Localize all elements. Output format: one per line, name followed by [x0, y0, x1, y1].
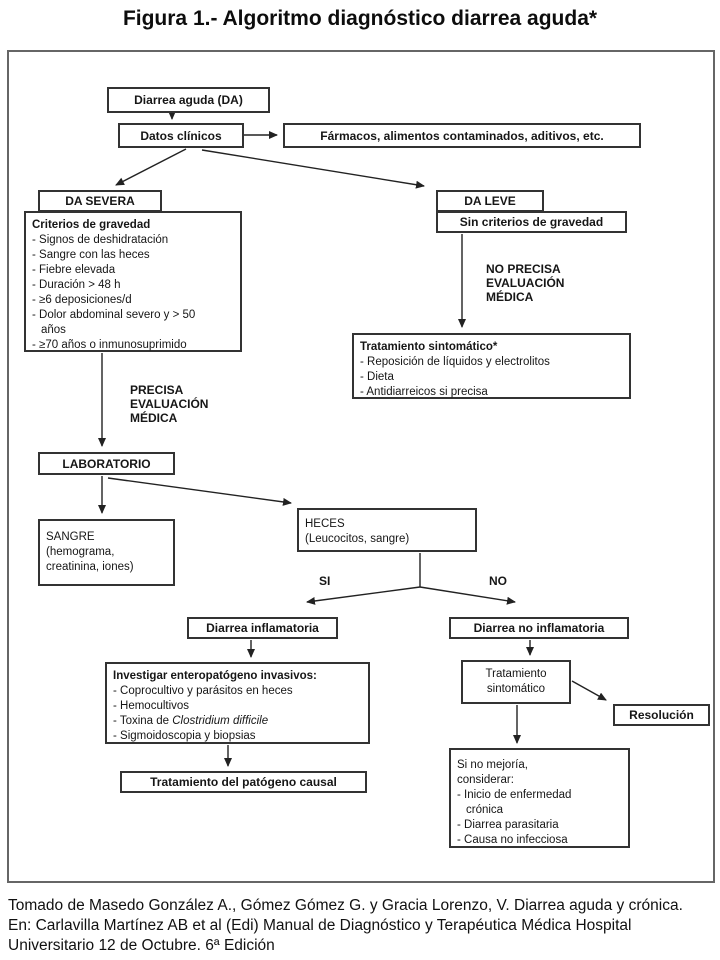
sangre-line: (hemograma,	[46, 546, 115, 558]
node-tratamiento-sintomatico-leve: Tratamiento sintomático* - Reposición de…	[352, 333, 631, 399]
citation-line: Tomado de Masedo González A., Gómez Góme…	[8, 897, 683, 914]
citation-line: Universitario 12 de Octubre. 6ª Edición	[8, 937, 275, 954]
tratamiento-sintomatico-lines: Tratamiento sintomático	[486, 667, 547, 697]
label-precisa-line: EVALUACIÓN	[130, 397, 209, 411]
sangre-line: creatinina, iones)	[46, 561, 134, 573]
node-heces: HECES (Leucocitos, sangre)	[297, 508, 477, 552]
node-sangre: SANGRE (hemograma, creatinina, iones)	[38, 519, 175, 586]
label-si: SI	[319, 574, 331, 588]
criterios-item: - Fiebre elevada	[32, 264, 116, 276]
tratamiento-sintomatico-line: sintomático	[486, 683, 546, 695]
label-no-precisa-line: MÉDICA	[486, 290, 534, 304]
tratamiento-leve-item: - Antidiarreicos si precisa	[360, 386, 488, 398]
toxina-species: Clostridium difficile	[172, 715, 269, 727]
label-no: NO	[489, 574, 507, 588]
toxina-prefix: - Toxina de	[113, 715, 173, 727]
node-diarrea-aguda: Diarrea aguda (DA)	[107, 87, 270, 113]
node-resolucion: Resolución	[613, 704, 710, 726]
label-no-precisa-line: NO PRECISA	[486, 262, 561, 276]
node-investigar: Investigar enteropatógeno invasivos: - C…	[105, 662, 370, 744]
investigar-item: - Hemocultivos	[113, 700, 190, 712]
node-diarrea-inflamatoria: Diarrea inflamatoria	[187, 617, 338, 639]
criterios-item: - Duración > 48 h	[32, 279, 121, 291]
citation-line: En: Carlavilla Martínez AB et al (Edi) M…	[8, 917, 632, 934]
criterios-item: - ≥70 años o inmunosuprimido	[32, 339, 187, 351]
label-no-precisa: NO PRECISA EVALUACIÓN MÉDICA	[486, 262, 564, 304]
tratamiento-leve-item: - Reposición de líquidos y electrolitos	[360, 356, 550, 368]
no-mejoria-item: - Causa no infecciosa	[457, 834, 568, 846]
no-mejoria-intro: Si no mejoría,	[457, 759, 528, 771]
node-da-leve: DA LEVE	[436, 190, 544, 212]
criterios-item: - Sangre con las heces	[32, 249, 150, 261]
sangre-line: SANGRE	[46, 531, 95, 543]
no-mejoria-item: - Diarrea parasitaria	[457, 819, 559, 831]
node-no-mejoria: Si no mejoría, considerar: - Inicio de e…	[449, 748, 630, 848]
heces-line: (Leucocitos, sangre)	[305, 533, 410, 545]
investigar-item-toxina: - Toxina de Clostridium difficile	[113, 714, 362, 729]
node-criterios-gravedad: Criterios de gravedad - Signos de deshid…	[24, 211, 242, 352]
node-farmacos: Fármacos, alimentos contaminados, aditiv…	[283, 123, 641, 148]
criterios-item: - ≥6 deposiciones/d	[32, 294, 132, 306]
investigar-item: - Sigmoidoscopia y biopsias	[113, 730, 256, 742]
criterios-item: - Dolor abdominal severo y > 50 años	[32, 309, 196, 336]
label-precisa-line: MÉDICA	[130, 411, 178, 425]
no-mejoria-intro: considerar:	[457, 774, 514, 786]
node-diarrea-no-inflamatoria: Diarrea no inflamatoria	[449, 617, 629, 639]
criterios-title: Criterios de gravedad	[32, 219, 151, 231]
tratamiento-sintomatico-line: Tratamiento	[485, 668, 547, 680]
label-precisa: PRECISA EVALUACIÓN MÉDICA	[130, 383, 208, 425]
node-laboratorio: LABORATORIO	[38, 452, 175, 475]
label-precisa-line: PRECISA	[130, 383, 184, 397]
investigar-item: - Coprocultivo y parásitos en heces	[113, 685, 293, 697]
node-tratamiento-patogeno: Tratamiento del patógeno causal	[120, 771, 367, 793]
node-sin-criterios: Sin criterios de gravedad	[436, 211, 627, 233]
node-datos-clinicos: Datos clínicos	[118, 123, 244, 148]
investigar-title: Investigar enteropatógeno invasivos:	[113, 670, 317, 682]
node-da-severa: DA SEVERA	[38, 190, 162, 212]
node-tratamiento-sintomatico: Tratamiento sintomático	[461, 660, 571, 704]
tratamiento-leve-item: - Dieta	[360, 371, 394, 383]
figure-title: Figura 1.- Algoritmo diagnóstico diarrea…	[122, 7, 598, 30]
no-mejoria-item: - Inicio de enfermedad crónica	[457, 789, 572, 816]
label-no-precisa-line: EVALUACIÓN	[486, 276, 565, 290]
heces-line: HECES	[305, 518, 345, 530]
tratamiento-leve-title: Tratamiento sintomático*	[360, 341, 498, 353]
citation: Tomado de Masedo González A., Gómez Góme…	[8, 896, 716, 956]
criterios-item: - Signos de deshidratación	[32, 234, 169, 246]
